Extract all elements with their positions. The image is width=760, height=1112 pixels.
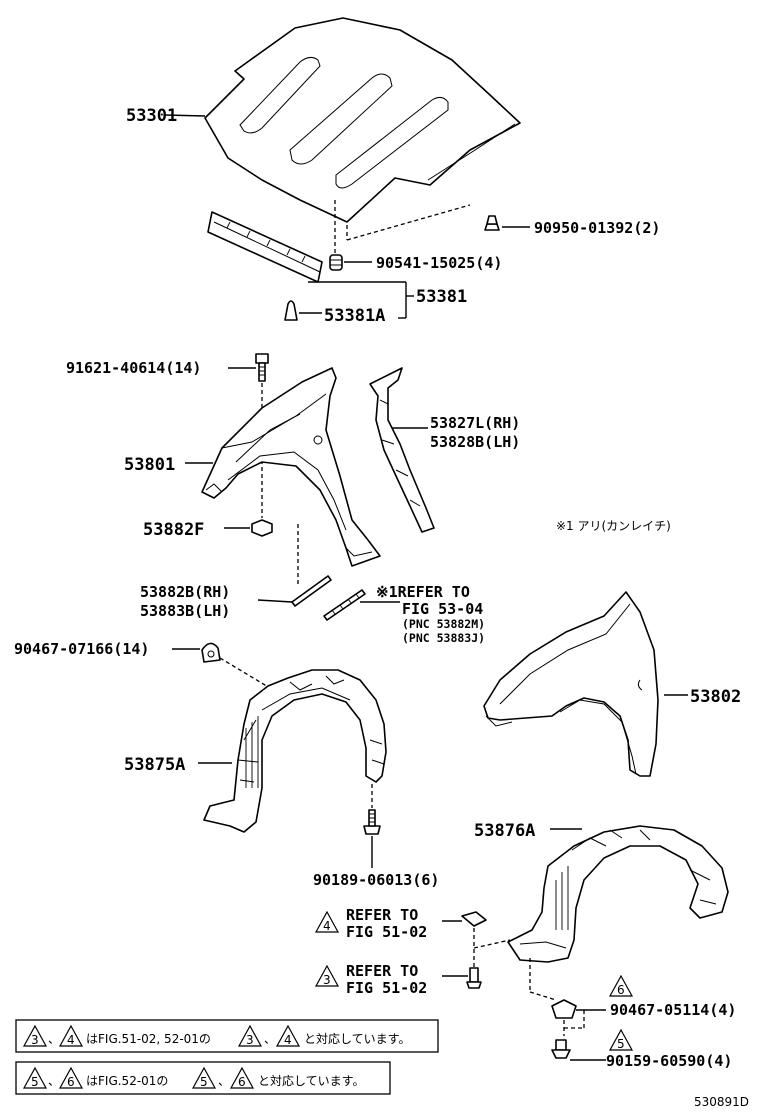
svg-text:5: 5	[617, 1037, 625, 1051]
svg-text:はFIG.51-02, 52-01の: はFIG.51-02, 52-01の	[86, 1032, 211, 1046]
svg-text:と対応しています。: と対応しています。	[258, 1074, 364, 1088]
svg-text:3: 3	[323, 973, 331, 987]
liner-screw-icon[interactable]	[363, 809, 381, 835]
liner-left-part[interactable]	[203, 669, 387, 833]
svg-text:4: 4	[323, 919, 331, 933]
liner-right-screw-label: 90159-60590(4)	[606, 1052, 732, 1070]
svg-text:6: 6	[238, 1075, 246, 1089]
fender-bracket-part[interactable]	[369, 367, 435, 533]
liner-screw-label: 90189-06013(6)	[313, 871, 439, 889]
liner-left-label: 53875A	[124, 755, 185, 775]
fender-nut-icon[interactable]	[251, 519, 273, 537]
fender-left-label: 53801	[124, 455, 175, 475]
refer4-line1: REFER TO	[346, 906, 418, 924]
fender-right-part[interactable]	[483, 591, 659, 777]
liner-right-clip-label: 90467-05114(4)	[610, 1001, 736, 1019]
svg-text:3: 3	[31, 1033, 39, 1047]
hood-seal-part[interactable]	[207, 211, 323, 283]
hood-clip-icon[interactable]	[484, 215, 500, 231]
seal-clip-icon[interactable]	[284, 300, 298, 321]
hood-part[interactable]	[204, 17, 521, 223]
svg-text:6: 6	[67, 1075, 75, 1089]
triangle-5-icon: 5	[608, 1028, 634, 1051]
refer3-line2: FIG 51-02	[346, 979, 427, 997]
triangle-6-icon: 6	[608, 974, 634, 997]
fender-nut-label: 53882F	[143, 520, 204, 540]
liner-clip-icon[interactable]	[201, 642, 221, 663]
fender-bolt-label: 91621-40614(14)	[66, 359, 201, 377]
bracket-rh-label: 53827L(RH)	[430, 414, 520, 432]
refer4-line2: FIG 51-02	[346, 923, 427, 941]
liner-clip-label: 90467-07166(14)	[14, 640, 149, 658]
svg-text:3: 3	[246, 1033, 254, 1047]
svg-text:と対応しています。: と対応しています。	[304, 1032, 410, 1046]
svg-text:5: 5	[31, 1075, 39, 1089]
note-jp-text: ※1 アリ(カンレイチ)	[556, 519, 671, 533]
refer4-triangle-icon: 4	[314, 910, 340, 933]
svg-text:4: 4	[284, 1033, 292, 1047]
note-box-1: 3 、 4 はFIG.51-02, 52-01の 3 、 4 と対応しています。	[15, 1019, 439, 1053]
refer4-clip-icon[interactable]	[461, 911, 487, 927]
refer3-bolt-icon[interactable]	[466, 967, 482, 989]
bracket-lh-label: 53828B(LH)	[430, 433, 520, 451]
svg-text:、: 、	[218, 1074, 230, 1088]
cushion-icon[interactable]	[329, 254, 343, 271]
liner-right-part[interactable]	[507, 825, 729, 963]
svg-text:5: 5	[200, 1075, 208, 1089]
note-box-2: 5 、 6 はFIG.52-01の 5 、 6 と対応しています。	[15, 1061, 391, 1095]
seal-rh-label: 53882B(RH)	[140, 583, 230, 601]
cushion-label: 90541-15025(4)	[376, 254, 502, 272]
pnc-2: (PNC 53883J)	[402, 631, 485, 645]
liner-right-clip-icon[interactable]	[551, 999, 577, 1019]
fender-left-part[interactable]	[201, 367, 381, 567]
refer3-line1: REFER TO	[346, 962, 418, 980]
svg-text:、: 、	[48, 1032, 60, 1046]
svg-text:6: 6	[617, 983, 625, 997]
refer3-triangle-icon: 3	[314, 964, 340, 987]
pnc-1: (PNC 53882M)	[402, 617, 485, 631]
svg-text:4: 4	[67, 1033, 75, 1047]
liner-right-screw-icon[interactable]	[551, 1039, 571, 1059]
hood-clip-label: 90950-01392(2)	[534, 219, 660, 237]
fender-seal-rh-part[interactable]	[291, 575, 332, 607]
figure-id: 530891D	[694, 1095, 749, 1109]
svg-text:、: 、	[48, 1074, 60, 1088]
fender-seal-lh-part[interactable]	[323, 589, 366, 621]
liner-right-label: 53876A	[474, 821, 535, 841]
refer-note-1: ※1REFER TO	[376, 583, 470, 601]
refer-note-2: FIG 53-04	[402, 600, 483, 618]
seal-a-label: 53381A	[324, 306, 385, 326]
seal-group-label: 53381	[416, 287, 467, 307]
hood-label: 53301	[126, 106, 177, 126]
fender-bolt-icon[interactable]	[255, 353, 269, 382]
fender-right-label: 53802	[690, 687, 741, 707]
svg-text:はFIG.52-01の: はFIG.52-01の	[86, 1074, 168, 1088]
seal-lh-label: 53883B(LH)	[140, 602, 230, 620]
svg-text:、: 、	[264, 1032, 276, 1046]
